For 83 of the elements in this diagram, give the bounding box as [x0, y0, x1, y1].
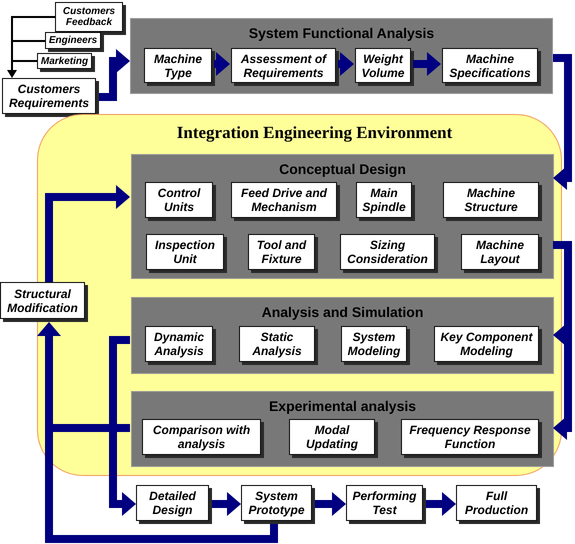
step-label: Machine Layout	[474, 238, 525, 266]
process-box	[145, 326, 216, 365]
process-box	[434, 326, 542, 365]
flow-line	[12, 40, 45, 42]
panel-title: Experimental analysis	[268, 398, 416, 414]
flow-line	[11, 16, 55, 41]
process-box	[443, 182, 542, 221]
step-label: Machine Specifications	[448, 52, 532, 80]
stage-panel	[131, 391, 554, 467]
flow-line	[45, 428, 278, 543]
step-label: Tool and Fixture	[256, 238, 308, 266]
step-label: Dynamic Analysis	[152, 330, 206, 358]
process-box	[340, 234, 438, 273]
panel-title: Conceptual Design	[279, 161, 406, 177]
process-box	[356, 182, 415, 221]
panel-title: Analysis and Simulation	[262, 304, 424, 320]
source-card	[45, 32, 104, 52]
process-box	[248, 234, 318, 273]
step-label: Weight Volume	[360, 52, 406, 80]
source-card	[37, 53, 95, 72]
step-label: Modal Updating	[305, 423, 359, 451]
flow-line	[553, 241, 572, 335]
step-label: Structural Modification	[6, 286, 79, 314]
source-label: Marketing	[40, 56, 88, 66]
process-box	[239, 326, 318, 365]
flow-arrow	[37, 322, 61, 428]
flow-arrow	[553, 335, 572, 440]
flow-arrow	[315, 492, 346, 516]
step-label: Frequency Response Function	[408, 423, 532, 451]
step-label: Main Spindle	[361, 186, 407, 214]
flow-arrow	[212, 492, 241, 516]
process-box	[142, 419, 264, 458]
process-box	[145, 182, 216, 221]
step-label: Assessment of Requirements	[240, 52, 328, 80]
step-label: Inspection Unit	[154, 238, 216, 266]
step-label: Machine Type	[152, 52, 203, 80]
flow-arrow	[413, 52, 441, 76]
process-box	[289, 419, 378, 458]
step-label: Detailed Design	[148, 489, 197, 517]
step-label: Performing Test	[351, 489, 418, 517]
step-label: Customers Requirements	[8, 82, 90, 110]
process-box	[355, 48, 414, 86]
step-label: Static Analysis	[251, 330, 303, 358]
process-box	[461, 234, 542, 273]
source-label: Engineers	[48, 35, 98, 46]
process-box	[146, 234, 227, 273]
process-box	[341, 326, 410, 365]
process-box	[456, 485, 540, 524]
flow-arrow	[214, 52, 230, 76]
step-label: Full Production	[464, 489, 530, 517]
region-title: Integration Engineering Environment	[176, 123, 452, 143]
flow-arrow	[553, 54, 572, 190]
step-label: Sizing Consideration	[346, 238, 429, 266]
step-label: Machine Structure	[463, 186, 519, 214]
panel-title: System Functional Analysis	[248, 25, 434, 41]
stage-panel	[131, 297, 554, 374]
step-label: Feed Drive and Mechanism	[240, 186, 328, 214]
step-label: System Modeling	[346, 330, 402, 358]
step-label: Key Component Modeling	[439, 330, 534, 358]
process-box	[136, 485, 212, 524]
process-box	[442, 48, 541, 86]
process-box	[241, 485, 315, 524]
flow-arrow	[45, 185, 130, 282]
step-label: Comparison with analysis	[152, 423, 252, 451]
step-label: Control Units	[156, 186, 202, 214]
flow-arrow	[426, 492, 456, 516]
process-box	[2, 78, 99, 117]
source-label: Customers Feedback	[62, 6, 116, 28]
flow-line	[12, 60, 37, 62]
process-box	[0, 282, 88, 322]
flow-arrow	[338, 52, 354, 76]
stage-panel	[131, 154, 554, 279]
process-box	[401, 419, 542, 458]
process-box	[231, 48, 339, 86]
source-card	[55, 2, 126, 35]
process-box	[144, 48, 215, 86]
process-box	[231, 182, 340, 221]
flow-arrow	[99, 49, 130, 101]
flow-line	[11, 41, 13, 61]
process-box	[346, 485, 426, 524]
stage-panel	[130, 18, 553, 94]
step-label: System Prototype	[247, 489, 306, 517]
flow-arrow	[7, 61, 17, 78]
